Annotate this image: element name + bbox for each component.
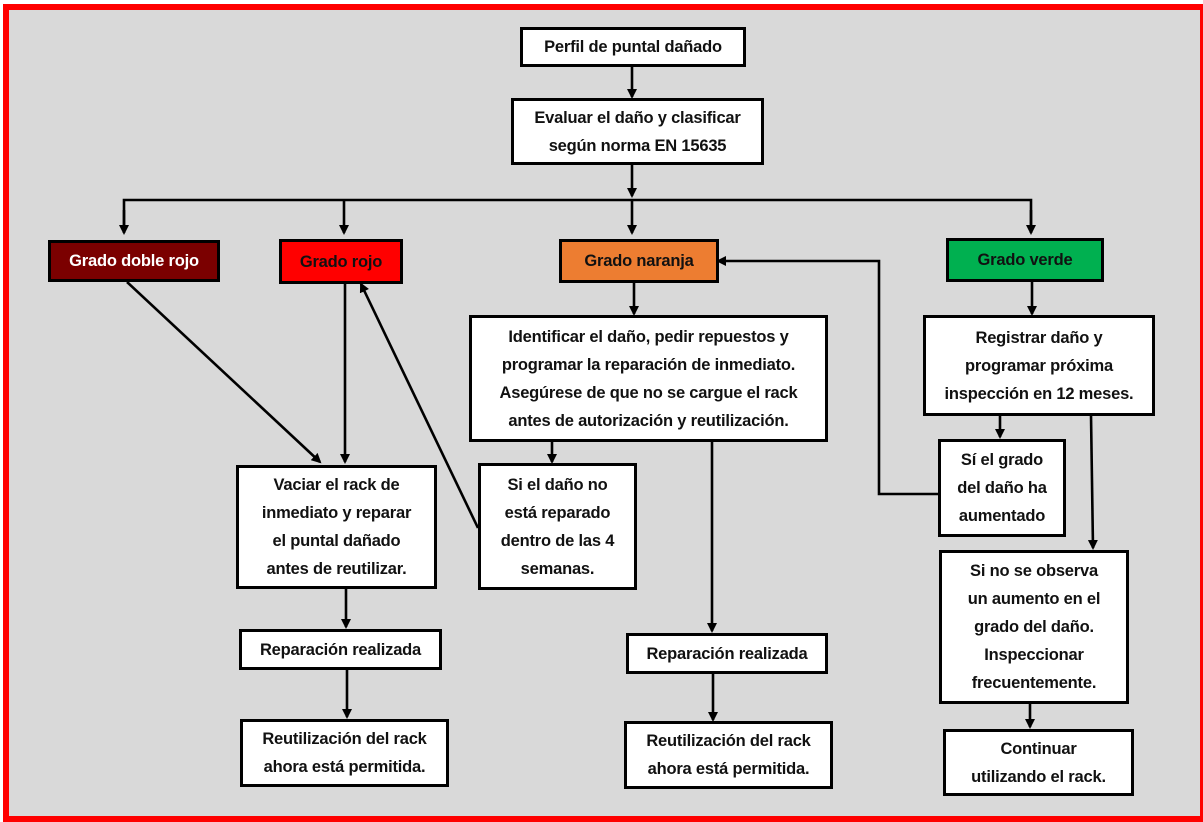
- node-text: Grado rojo: [299, 252, 383, 271]
- node-orange-action: Identificar el daño, pedir repuestos y p…: [469, 315, 828, 442]
- node-text: Registrar daño y programar próxima inspe…: [944, 328, 1134, 403]
- node-text: Evaluar el daño y clasificar según norma…: [534, 108, 741, 155]
- node-text: Si no se observa un aumento en el grado …: [967, 562, 1101, 692]
- node-text: Vaciar el rack de inmediato y reparar el…: [261, 476, 412, 578]
- node-grade-red: Grado rojo: [279, 239, 403, 284]
- node-text: Grado doble rojo: [69, 252, 199, 270]
- node-text: Perfil de puntal dañado: [544, 38, 722, 56]
- node-green-continue-use: Continuar utilizando el rack.: [943, 729, 1134, 796]
- node-green-no-increase: Si no se observa un aumento en el grado …: [939, 550, 1129, 704]
- node-green-action: Registrar daño y programar próxima inspe…: [923, 315, 1155, 416]
- node-grade-green: Grado verde: [946, 238, 1104, 282]
- node-text: Reutilización del rack ahora está permit…: [646, 732, 811, 778]
- node-orange-reuse-allowed: Reutilización del rack ahora está permit…: [624, 721, 833, 789]
- node-text: Reparación realizada: [259, 640, 422, 659]
- node-text: Identificar el daño, pedir repuestos y p…: [499, 327, 798, 430]
- node-grade-double-red: Grado doble rojo: [48, 240, 220, 282]
- node-red-action: Vaciar el rack de inmediato y reparar el…: [236, 465, 437, 589]
- node-orange-repair-done: Reparación realizada: [626, 633, 828, 674]
- node-text: Si el daño no está reparado dentro de la…: [500, 475, 615, 578]
- node-text: Reparación realizada: [646, 644, 808, 663]
- node-orange-not-repaired: Si el daño no está reparado dentro de la…: [478, 463, 637, 590]
- node-text: Grado verde: [977, 251, 1073, 269]
- node-text: Grado naranja: [584, 252, 694, 270]
- node-evaluate-damage: Evaluar el daño y clasificar según norma…: [511, 98, 764, 165]
- node-damaged-upright: Perfil de puntal dañado: [520, 27, 746, 67]
- node-green-increased: Sí el grado del daño ha aumentado: [938, 439, 1066, 537]
- node-text: Continuar utilizando el rack.: [971, 739, 1106, 786]
- node-text: Reutilización del rack ahora está permit…: [262, 730, 427, 776]
- node-text: Sí el grado del daño ha aumentado: [957, 451, 1047, 525]
- node-red-reuse-allowed: Reutilización del rack ahora está permit…: [240, 719, 449, 787]
- node-red-repair-done: Reparación realizada: [239, 629, 442, 670]
- node-grade-orange: Grado naranja: [559, 239, 719, 283]
